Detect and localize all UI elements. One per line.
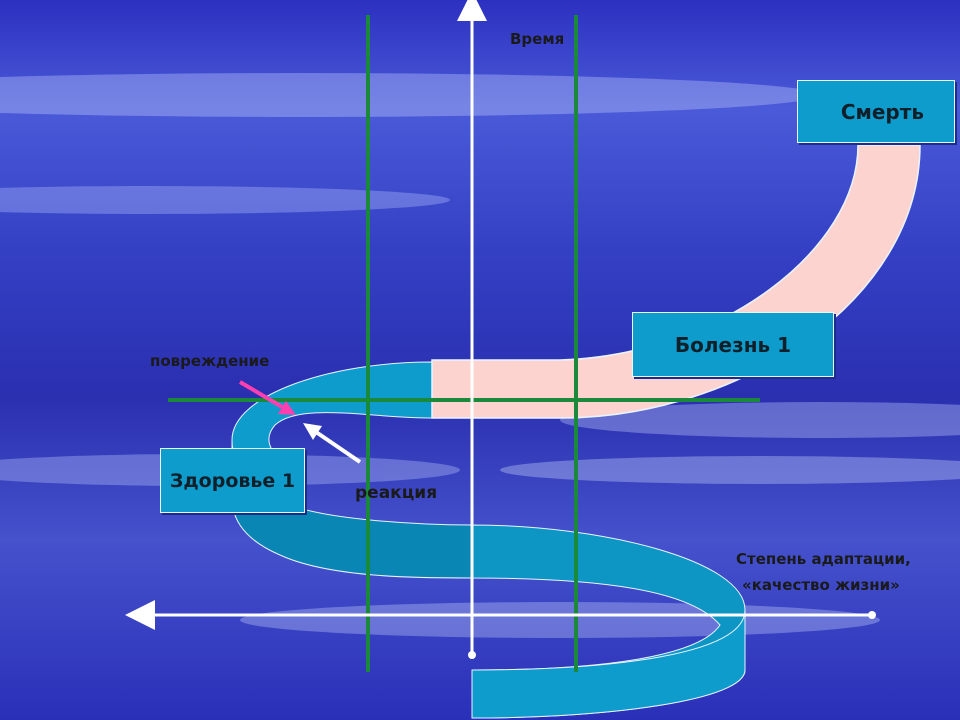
reaction-label: реакция bbox=[355, 483, 438, 503]
time-axis-label: Время bbox=[510, 30, 565, 48]
damage-label: повреждение bbox=[150, 352, 270, 370]
health-box: Здоровье 1 bbox=[160, 448, 305, 513]
adaptation-axis-origin-dot bbox=[868, 611, 876, 619]
time-axis-origin-dot bbox=[468, 651, 476, 659]
arrow-down-right-icon bbox=[238, 380, 296, 415]
arrow-up-left-icon bbox=[303, 423, 362, 464]
adaptation-axis-label-line1: Степень адаптации, bbox=[736, 550, 911, 568]
ribbon-front-face bbox=[471, 609, 746, 719]
adaptation-axis-label-line2: «качество жизни» bbox=[742, 576, 900, 594]
disease-box: Болезнь 1 bbox=[632, 312, 834, 377]
death-box: Смерть bbox=[797, 80, 955, 143]
